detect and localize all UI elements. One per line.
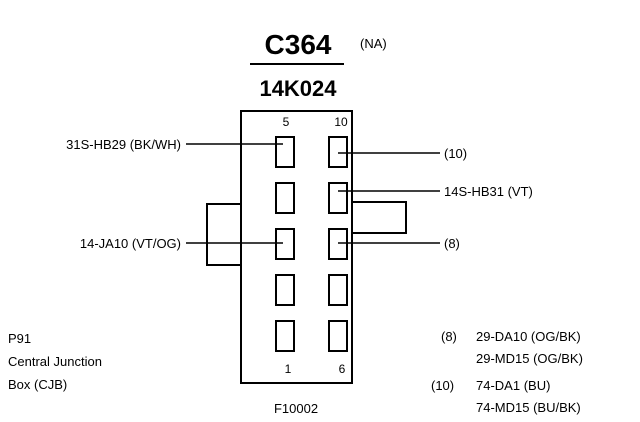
right-lock-tab: [352, 201, 407, 234]
pin-number-1: 1: [285, 362, 292, 376]
cavity-1: [275, 320, 295, 352]
splice-8-wire-2: 29-MD15 (OG/BK): [476, 351, 583, 366]
cavity-7: [328, 274, 348, 306]
splice-10-wire-1: 74-DA1 (BU): [476, 378, 550, 393]
pin-number-5: 5: [283, 115, 290, 129]
figure-id: F10002: [274, 401, 318, 416]
splice-10-wire-2: 74-MD15 (BU/BK): [476, 400, 581, 415]
pin-number-10: 10: [334, 115, 348, 129]
splice-ref-10: (10): [431, 378, 454, 393]
location-name: Central Junction: [8, 354, 102, 369]
wire-leaders: [186, 143, 440, 244]
cavity-10: [328, 136, 348, 168]
pin-cavities: [275, 136, 348, 352]
wire-label-pin9: 14S-HB31 (VT): [444, 184, 533, 199]
pin-number-6: 6: [339, 362, 346, 376]
splice-8-wire-1: 29-DA10 (OG/BK): [476, 329, 581, 344]
connector-housing: [240, 110, 353, 384]
wire-label-pin3: 14-JA10 (VT/OG): [80, 236, 181, 251]
cavity-4: [275, 182, 295, 214]
splice-ref-8: (8): [441, 329, 457, 344]
cavity-6: [328, 320, 348, 352]
market-label: (NA): [360, 36, 387, 51]
cavity-9: [328, 182, 348, 214]
cavity-3: [275, 228, 295, 260]
left-lock-tab: [206, 203, 241, 266]
wire-label-pin8: (8): [444, 236, 460, 251]
location-name-cont: Box (CJB): [8, 377, 67, 392]
wire-label-pin5: 31S-HB29 (BK/WH): [66, 137, 181, 152]
wire-label-pin10: (10): [444, 146, 467, 161]
cavity-8: [328, 228, 348, 260]
connector-id: C364: [265, 29, 332, 60]
part-number: 14K024: [259, 76, 337, 101]
cavity-5: [275, 136, 295, 168]
cavity-2: [275, 274, 295, 306]
location-code: P91: [8, 331, 31, 346]
